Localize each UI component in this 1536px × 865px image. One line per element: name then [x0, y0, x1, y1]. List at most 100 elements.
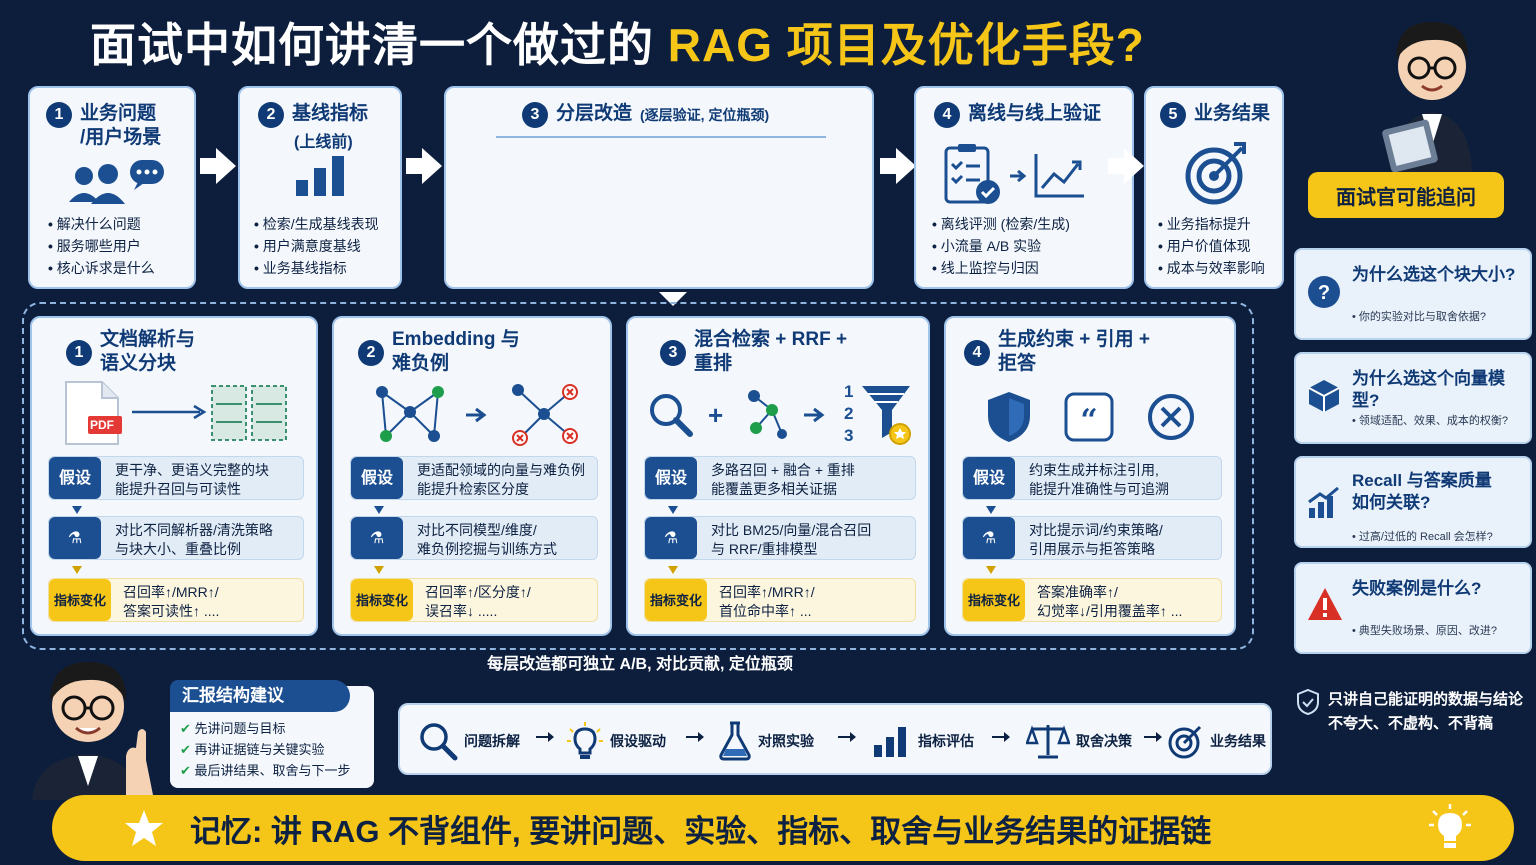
layer-title-2: 重排	[694, 353, 733, 374]
arrow-right-icon	[804, 407, 825, 423]
flow-step-4: 指标评估	[872, 705, 974, 777]
step-title: 基线指标	[292, 103, 369, 124]
experiment-line-2: 难负例挖掘与训练方式	[417, 541, 557, 557]
hypothesis-row: 假设更干净、更语义完整的块能提升召回与可读性	[48, 456, 304, 500]
bar-chart-icon	[296, 156, 344, 196]
hypothesis-line-1: 更干净、更语义完整的块	[115, 462, 269, 478]
balance-scale-icon	[1026, 725, 1070, 759]
check-icon: ✔	[180, 763, 191, 778]
lightbulb-icon	[1429, 804, 1471, 848]
metrics-line-1: 召回率↑/MRR↑/	[719, 584, 815, 600]
metrics-tag: 指标变化	[645, 579, 707, 621]
flow-label: 假设驱动	[610, 733, 666, 749]
shield-icon	[988, 392, 1030, 442]
reject-icon	[1148, 394, 1194, 440]
flow-step-3: 对照实验	[718, 705, 814, 777]
star-icon	[125, 810, 163, 846]
users-chat-icon	[69, 160, 164, 204]
metrics-line-1: 召回率↑/MRR↑/	[123, 584, 219, 600]
flask-icon: ⚗	[963, 517, 1015, 559]
metrics-line-2: 误召率↓ .....	[425, 603, 498, 619]
bullet: 解决什么问题	[48, 213, 155, 235]
hypothesis-tag: 假设	[49, 457, 101, 499]
bullet: 服务哪些用户	[48, 235, 155, 257]
experiment-line-1: 对比不同模型/维度/	[417, 522, 537, 538]
arrow-right-icon	[132, 404, 207, 420]
report-title: 汇报结构建议	[170, 680, 350, 712]
question-title: 为什么选这个块大小?	[1352, 265, 1516, 284]
arrow-right-icon	[200, 148, 236, 184]
bullet: 线上监控与归因	[932, 257, 1070, 279]
check-icon: ✔	[180, 742, 191, 757]
arrow-down-icon	[72, 566, 82, 574]
arrow-down-icon	[668, 566, 678, 574]
pdf-label: PDF	[90, 418, 114, 432]
arrow-down-icon	[72, 506, 82, 514]
report-item: ✔ 再讲证据链与关键实验	[180, 742, 325, 757]
step-title: 业务问题	[80, 103, 157, 124]
memory-text: 记忆: 讲 RAG 不背组件, 要讲问题、实验、指标、取舍与业务结果的证据链	[190, 813, 1212, 849]
layer-number: 3	[660, 340, 686, 366]
bullet: 用户价值体现	[1158, 235, 1265, 257]
step-title: 分层改造	[556, 103, 633, 124]
arrow-down-icon	[986, 506, 996, 514]
metrics-line-2: 答案可读性↑ ....	[123, 603, 220, 619]
step-number: 5	[1160, 102, 1186, 128]
step-number: 4	[934, 102, 960, 128]
hypothesis-row: 假设约束生成并标注引用,能提升准确性与可追溯	[962, 456, 1222, 500]
svg-text:“: “	[1080, 403, 1097, 438]
step-title: 业务结果	[1194, 103, 1271, 124]
bullet: 业务指标提升	[1158, 213, 1265, 235]
flow-label: 业务结果	[1210, 733, 1266, 749]
search-icon	[650, 394, 693, 437]
flow-step-6: 业务结果	[1168, 705, 1266, 777]
experiment-line-2: 与块大小、重叠比例	[115, 541, 241, 557]
question-title: Recall 与答案质量如何关联?	[1352, 471, 1492, 512]
hypothesis-line-1: 更适配领域的向量与难负例	[417, 462, 585, 478]
bullet: 成本与效率影响	[1158, 257, 1265, 279]
hypothesis-line-2: 能覆盖更多相关证据	[711, 481, 837, 497]
question-icon: ?	[1308, 276, 1340, 308]
report-item: ✔ 最后讲结果、取舍与下一步	[180, 763, 351, 778]
arrow-down-icon	[374, 506, 384, 514]
metrics-line-1: 答案准确率↑/	[1037, 584, 1118, 600]
step-number: 2	[258, 102, 284, 128]
flow-step-5: 取舍决策	[1026, 705, 1132, 777]
experiment-row: ⚗对比不同模型/维度/难负例挖掘与训练方式	[350, 516, 598, 560]
arrow-right-icon	[1108, 148, 1144, 184]
target-icon	[1168, 725, 1202, 759]
arrow-right-icon	[686, 732, 704, 742]
report-list: ✔ 先讲问题与目标 ✔ 再讲证据链与关键实验 ✔ 最后讲结果、取舍与下一步	[180, 718, 351, 781]
report-item: ✔ 先讲问题与目标	[180, 721, 286, 736]
flask-icon: ⚗	[645, 517, 697, 559]
network-graph-icon	[376, 386, 444, 442]
hypothesis-line-1: 多路召回 + 融合 + 重排	[711, 462, 855, 478]
metrics-row: 指标变化答案准确率↑/幻觉率↓/引用覆盖率↑ ...	[962, 578, 1222, 622]
question-title: 为什么选这个向量模型?	[1352, 369, 1505, 410]
arrow-right-icon	[1144, 732, 1162, 742]
hypothesis-tag: 假设	[963, 457, 1015, 499]
checklist-icon	[944, 144, 1000, 204]
question-card-2: 为什么选这个向量模型? • 领域适配、效果、成本的权衡?	[1294, 352, 1532, 444]
step-card-5: 5 业务结果 业务指标提升 用户价值体现 成本与效率影响	[1144, 86, 1284, 289]
quote-icon: “	[1064, 392, 1114, 442]
layer-title-2: 语义分块	[100, 353, 177, 374]
arrow-right-icon	[838, 732, 856, 742]
hypothesis-line-2: 能提升召回与可读性	[115, 481, 241, 497]
question-card-4: 失败案例是什么? • 典型失败场景、原因、改进?	[1294, 562, 1532, 654]
interviewer-banner: 面试官可能追问	[1308, 172, 1504, 218]
metrics-row: 指标变化召回率↑/MRR↑/ 首位命中率↑ ...	[644, 578, 916, 622]
process-flow: 问题拆解 假设驱动 对照实验 指标评估 取舍决策 业务结果	[398, 703, 1272, 775]
bullet: 离线评测 (检索/生成)	[932, 213, 1070, 235]
growth-chart-icon	[1308, 486, 1339, 518]
metrics-tag: 指标变化	[351, 579, 413, 621]
question-card-3: Recall 与答案质量如何关联? • 过高/过低的 Recall 会怎样?	[1294, 456, 1532, 548]
experiment-line-2: 引用展示与拒答策略	[1029, 541, 1155, 557]
layers-container	[22, 302, 1254, 650]
metrics-line-2: 首位命中率↑ ...	[719, 603, 812, 619]
step-number: 3	[522, 102, 548, 128]
